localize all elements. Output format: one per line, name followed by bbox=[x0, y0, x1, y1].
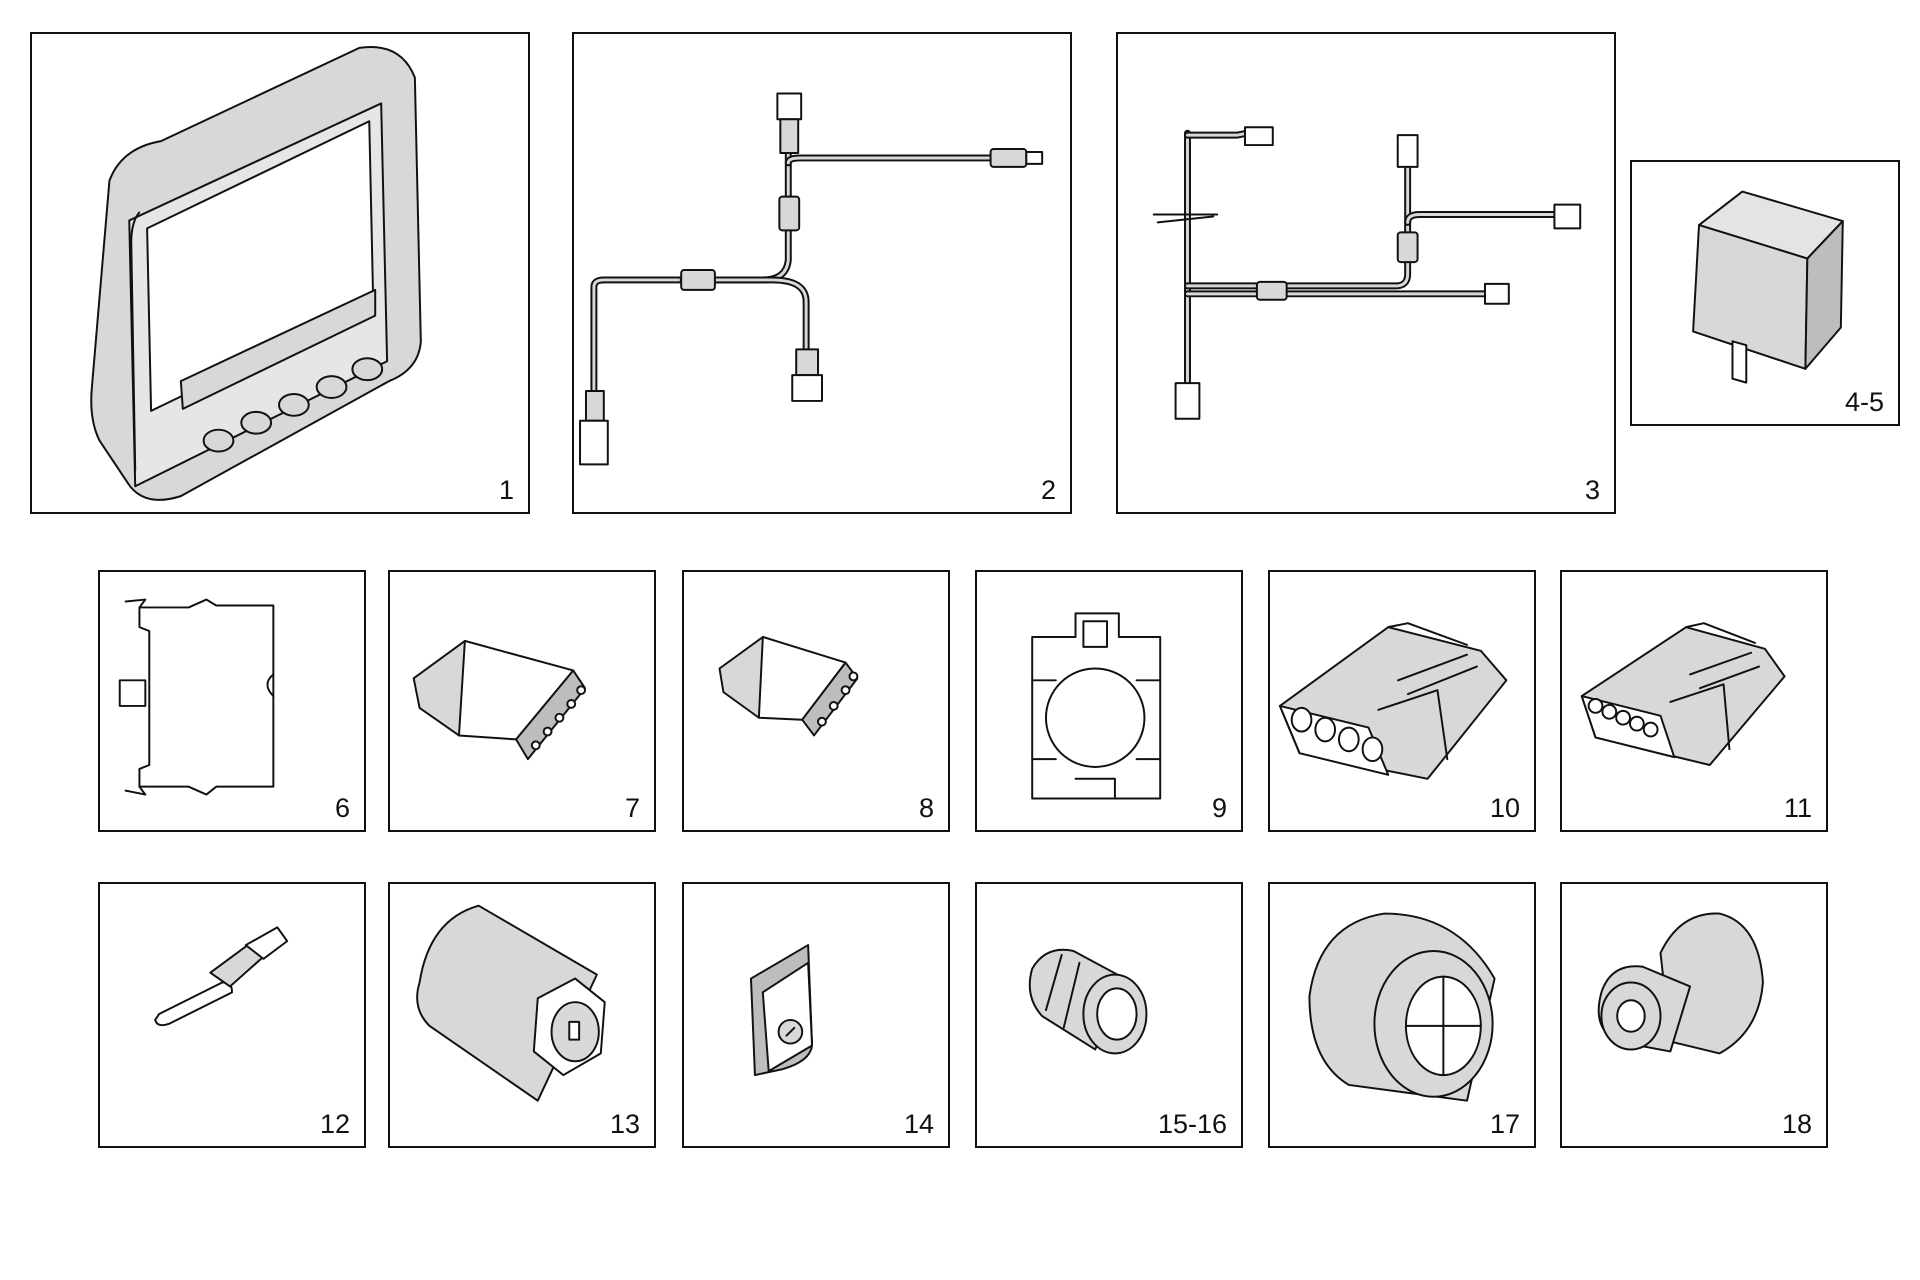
part-panel-17[interactable]: 17 bbox=[1268, 882, 1536, 1148]
seal-plug-icon bbox=[1597, 912, 1764, 1055]
cable-tie-mount-icon bbox=[750, 944, 814, 1077]
connector-6-pin-icon bbox=[412, 639, 587, 761]
part-number-13: 13 bbox=[609, 1109, 640, 1139]
buzzer-icon bbox=[1308, 912, 1496, 1102]
part-number-2: 2 bbox=[1040, 475, 1056, 505]
connector-4-way-housing-icon bbox=[1278, 622, 1508, 780]
part-panel-6[interactable]: 6 bbox=[98, 570, 366, 832]
grommet-icon bbox=[1028, 948, 1148, 1055]
part-panel-7[interactable]: 7 bbox=[388, 570, 656, 832]
part-panel-4-5[interactable]: 4-5 bbox=[1630, 160, 1900, 426]
connector-6-way-housing-icon bbox=[1580, 622, 1786, 766]
part-panel-2[interactable]: 2 bbox=[572, 32, 1072, 514]
part-number-11: 11 bbox=[1783, 793, 1812, 823]
part-panel-15-16[interactable]: 15-16 bbox=[975, 882, 1243, 1148]
part-number-3: 3 bbox=[1584, 475, 1600, 505]
part-number-14: 14 bbox=[903, 1109, 934, 1139]
part-panel-11[interactable]: 11 bbox=[1560, 570, 1828, 832]
display-unit-icon bbox=[90, 46, 422, 501]
part-panel-13[interactable]: 13 bbox=[388, 882, 656, 1148]
part-number-10: 10 bbox=[1489, 793, 1520, 823]
mounting-clip-icon bbox=[118, 598, 275, 796]
part-panel-9[interactable]: 9 bbox=[975, 570, 1243, 832]
part-number-4-5: 4-5 bbox=[1844, 387, 1884, 417]
relay-socket-icon bbox=[1031, 612, 1162, 800]
part-number-12: 12 bbox=[319, 1109, 350, 1139]
part-number-6: 6 bbox=[334, 793, 350, 823]
part-panel-18[interactable]: 18 bbox=[1560, 882, 1828, 1148]
part-number-8: 8 bbox=[918, 793, 934, 823]
part-panel-8[interactable]: 8 bbox=[682, 570, 950, 832]
part-number-9: 9 bbox=[1211, 793, 1227, 823]
part-panel-12[interactable]: 12 bbox=[98, 882, 366, 1148]
sensor-icon bbox=[416, 904, 606, 1102]
part-number-1: 1 bbox=[498, 475, 514, 505]
wiring-harness-icon bbox=[579, 92, 1044, 466]
relay-icon bbox=[1692, 190, 1844, 384]
part-panel-3[interactable]: 3 bbox=[1116, 32, 1616, 514]
part-panel-1[interactable]: 1 bbox=[30, 32, 530, 514]
part-number-18: 18 bbox=[1781, 1109, 1812, 1139]
part-number-7: 7 bbox=[624, 793, 640, 823]
part-number-17: 17 bbox=[1489, 1109, 1520, 1139]
terminal-pin-icon bbox=[154, 926, 289, 1027]
part-number-15-16: 15-16 bbox=[1157, 1109, 1227, 1139]
wiring-harness-icon bbox=[1152, 126, 1582, 420]
part-panel-10[interactable]: 10 bbox=[1268, 570, 1536, 832]
connector-4-pin-icon bbox=[718, 636, 859, 737]
part-panel-14[interactable]: 14 bbox=[682, 882, 950, 1148]
